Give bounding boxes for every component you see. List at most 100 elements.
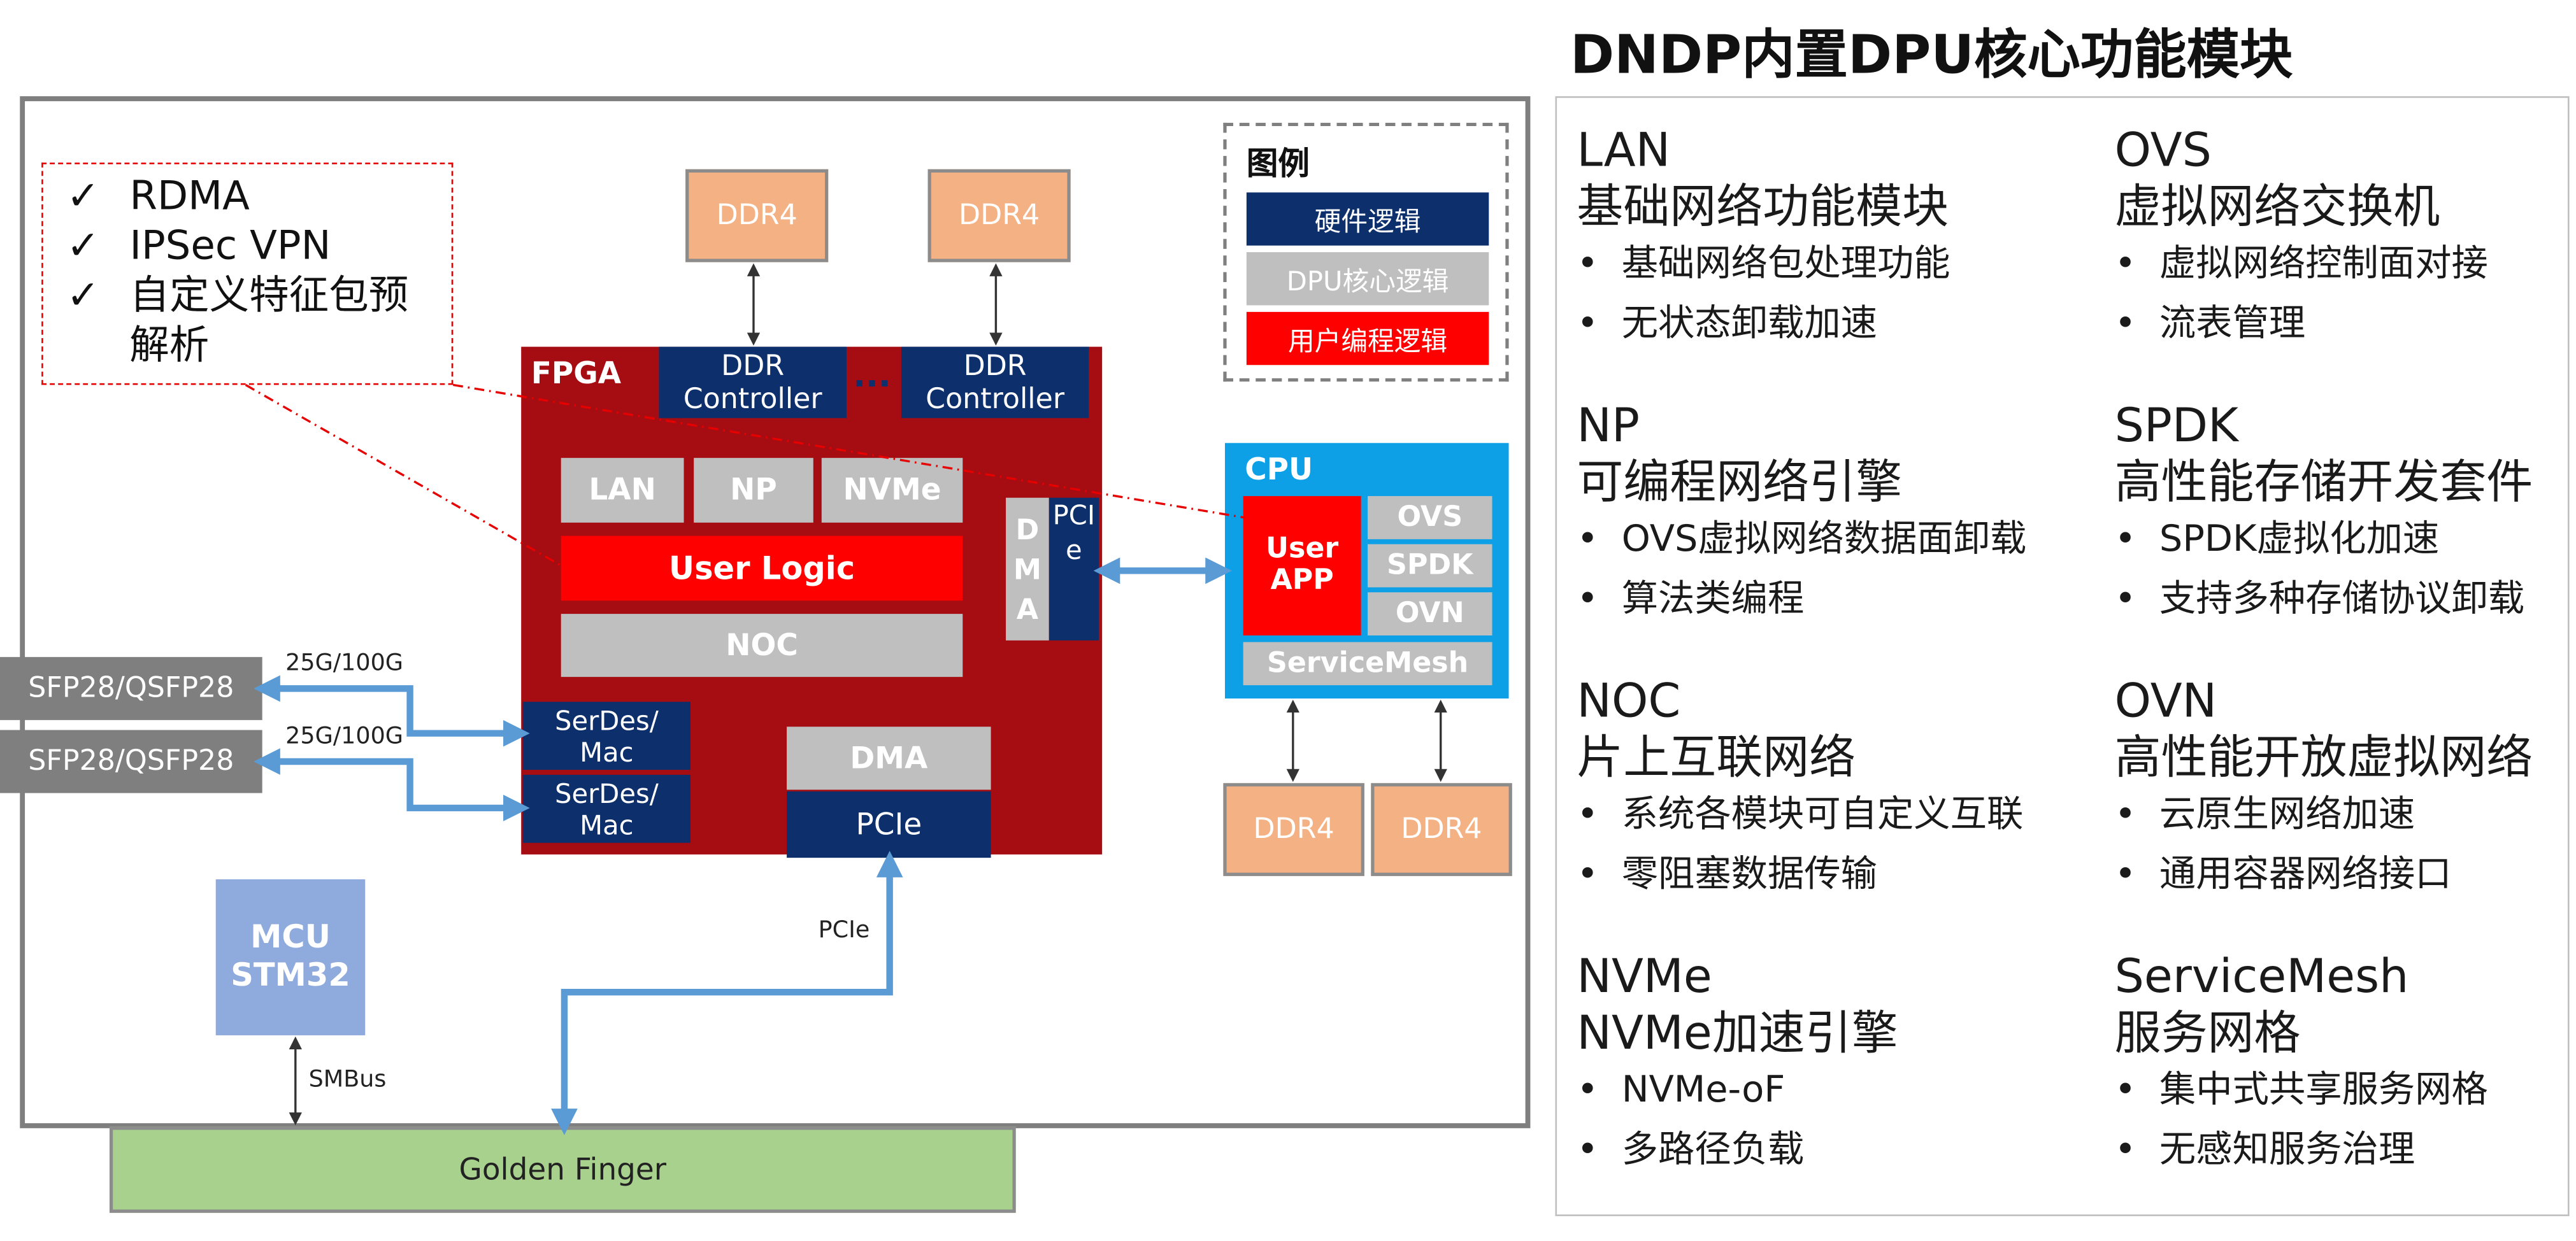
spdk-block: SPDK bbox=[1368, 544, 1492, 588]
legend: 图例 硬件逻辑 DPU核心逻辑 用户编程逻辑 bbox=[1223, 122, 1509, 382]
feature-lan: LAN 基础网络功能模块 • 基础网络包处理功能 • 无状态卸载加速 bbox=[1577, 123, 2075, 355]
port-link-1 bbox=[254, 675, 530, 747]
feature-servicemesh: ServiceMesh 服务网格 • 集中式共享服务网格 • 无感知服务治理 bbox=[2115, 949, 2563, 1181]
bullet-icon: • bbox=[2114, 1130, 2136, 1172]
dma-block: DMA bbox=[787, 727, 991, 790]
dma-vertical-label: DMA bbox=[1013, 514, 1041, 627]
feature-en: LAN bbox=[1577, 122, 1671, 178]
bullet-icon: • bbox=[2114, 1070, 2136, 1112]
feature-bullet: • 算法类编程 bbox=[1577, 579, 1805, 621]
feature-cn: 高性能存储开发套件 bbox=[2114, 454, 2533, 509]
bullet-icon: • bbox=[2114, 303, 2136, 345]
feature-bullet: • 集中式共享服务网格 bbox=[2114, 1070, 2488, 1112]
pcie-vertical-block: PCIe bbox=[1048, 497, 1099, 641]
ovs-block: OVS bbox=[1368, 496, 1492, 539]
feature-np: NP 可编程网络引擎 • OVS虚拟网络数据面卸载 • 算法类编程 bbox=[1577, 398, 2075, 630]
feature-bullet: • 云原生网络加速 bbox=[2114, 795, 2415, 837]
ddr4-top-right: DDR4 bbox=[927, 169, 1071, 262]
features-panel bbox=[1555, 96, 2570, 1216]
serdes-mac-1: SerDes/ Mac bbox=[522, 702, 691, 770]
dma-vertical-block: DMA bbox=[1006, 497, 1049, 641]
port-speed-1: 25G/100G bbox=[285, 650, 404, 677]
check-icon: ✓ bbox=[66, 272, 100, 319]
panel-title: DNDP内置DPU核心功能模块 bbox=[1570, 23, 2293, 87]
callout-parse: 解析 bbox=[129, 322, 210, 369]
feature-bullet: • NVMe-oF bbox=[1577, 1070, 1785, 1112]
legend-dpu: DPU核心逻辑 bbox=[1246, 252, 1489, 306]
callout-rdma: RDMA bbox=[129, 172, 250, 219]
bullet-icon: • bbox=[1577, 795, 1599, 837]
smbus-label: SMBus bbox=[308, 1067, 387, 1094]
bullet-icon: • bbox=[2114, 854, 2136, 897]
feature-en: NVMe bbox=[1577, 949, 1712, 1004]
callout-ipsec: IPSec VPN bbox=[129, 222, 331, 269]
cpu-label: CPU bbox=[1245, 453, 1313, 488]
legend-user: 用户编程逻辑 bbox=[1246, 311, 1489, 365]
callout-custom-packet: 自定义特征包预 bbox=[129, 272, 409, 319]
pcie-block: PCIe bbox=[787, 791, 991, 858]
mcu-block: MCU STM32 bbox=[215, 879, 366, 1035]
feature-en: OVN bbox=[2114, 673, 2217, 728]
feature-nvme: NVMe NVMe加速引擎 • NVMe-oF • 多路径负载 bbox=[1577, 949, 2075, 1181]
feature-bullet: • 零阻塞数据传输 bbox=[1577, 854, 1878, 897]
sfp-port-1: SFP28/QSFP28 bbox=[0, 656, 262, 720]
feature-ovs: OVS 虚拟网络交换机 • 虚拟网络控制面对接 • 流表管理 bbox=[2115, 123, 2563, 355]
user-logic-block: User Logic bbox=[561, 535, 963, 601]
bullet-icon: • bbox=[1577, 854, 1599, 897]
np-block: NP bbox=[694, 458, 813, 523]
feature-cn: 高性能开放虚拟网络 bbox=[2114, 730, 2533, 785]
lan-block: LAN bbox=[561, 458, 684, 523]
ovn-block: OVN bbox=[1368, 592, 1492, 635]
feature-cn: 可编程网络引擎 bbox=[1577, 454, 1903, 509]
feature-cn: NVMe加速引擎 bbox=[1577, 1005, 1898, 1061]
noc-block: NOC bbox=[561, 614, 963, 677]
fpga-label: FPGA bbox=[531, 357, 622, 392]
feature-bullet: • 系统各模块可自定义互联 bbox=[1577, 795, 2024, 837]
callout-line-cpu bbox=[453, 383, 1245, 519]
feature-cn: 基础网络功能模块 bbox=[1577, 179, 1949, 234]
bullet-icon: • bbox=[2114, 795, 2136, 837]
feature-en: SPDK bbox=[2114, 398, 2238, 453]
bullet-icon: • bbox=[1577, 1130, 1599, 1172]
sfp-port-2: SFP28/QSFP28 bbox=[0, 730, 262, 793]
legend-hardware: 硬件逻辑 bbox=[1246, 192, 1489, 246]
feature-en: NOC bbox=[1577, 673, 1681, 728]
servicemesh-block: ServiceMesh bbox=[1243, 642, 1492, 686]
bullet-icon: • bbox=[1577, 1070, 1599, 1112]
feature-bullet: • 多路径负载 bbox=[1577, 1130, 1805, 1172]
pcie-host-link bbox=[551, 851, 903, 1135]
feature-bullet: • 无状态卸载加速 bbox=[1577, 303, 1878, 345]
ddr-controller-1: DDR Controller bbox=[659, 346, 847, 418]
feature-cn: 虚拟网络交换机 bbox=[2114, 179, 2440, 234]
feature-bullet: • OVS虚拟网络数据面卸载 bbox=[1577, 519, 2027, 561]
check-icon: ✓ bbox=[66, 222, 100, 269]
feature-cn: 服务网格 bbox=[2114, 1005, 2301, 1061]
feature-bullet: • 支持多种存储协议卸载 bbox=[2114, 579, 2525, 621]
pcie-vertical-label: PCIe bbox=[1052, 499, 1096, 566]
ellipsis: ... bbox=[853, 355, 891, 395]
feature-bullet: • 基础网络包处理功能 bbox=[1577, 244, 1950, 286]
feature-bullet: • 流表管理 bbox=[2114, 303, 2306, 345]
bullet-icon: • bbox=[1577, 579, 1599, 621]
bullet-icon: • bbox=[1577, 244, 1599, 286]
check-icon: ✓ bbox=[66, 172, 100, 219]
feature-bullet: • SPDK虚拟化加速 bbox=[2114, 519, 2440, 561]
port-link-2 bbox=[254, 748, 530, 821]
feature-cn: 片上互联网络 bbox=[1577, 730, 1856, 785]
user-app-block: User APP bbox=[1243, 496, 1361, 635]
ddr-controller-2: DDR Controller bbox=[901, 346, 1089, 418]
feature-bullet: • 无感知服务治理 bbox=[2114, 1130, 2415, 1172]
serdes-mac-2: SerDes/ Mac bbox=[522, 774, 691, 843]
nvme-block: NVMe bbox=[821, 458, 963, 523]
ddr4-top-left: DDR4 bbox=[685, 169, 829, 262]
legend-title: 图例 bbox=[1246, 146, 1310, 183]
ddr4-bottom-left: DDR4 bbox=[1223, 783, 1364, 876]
feature-en: OVS bbox=[2114, 122, 2212, 178]
ddr4-bottom-right: DDR4 bbox=[1371, 783, 1512, 876]
bullet-icon: • bbox=[2114, 579, 2136, 621]
feature-noc: NOC 片上互联网络 • 系统各模块可自定义互联 • 零阻塞数据传输 bbox=[1577, 674, 2075, 906]
bullet-icon: • bbox=[1577, 303, 1599, 345]
bullet-icon: • bbox=[2114, 244, 2136, 286]
feature-en: ServiceMesh bbox=[2114, 949, 2409, 1004]
